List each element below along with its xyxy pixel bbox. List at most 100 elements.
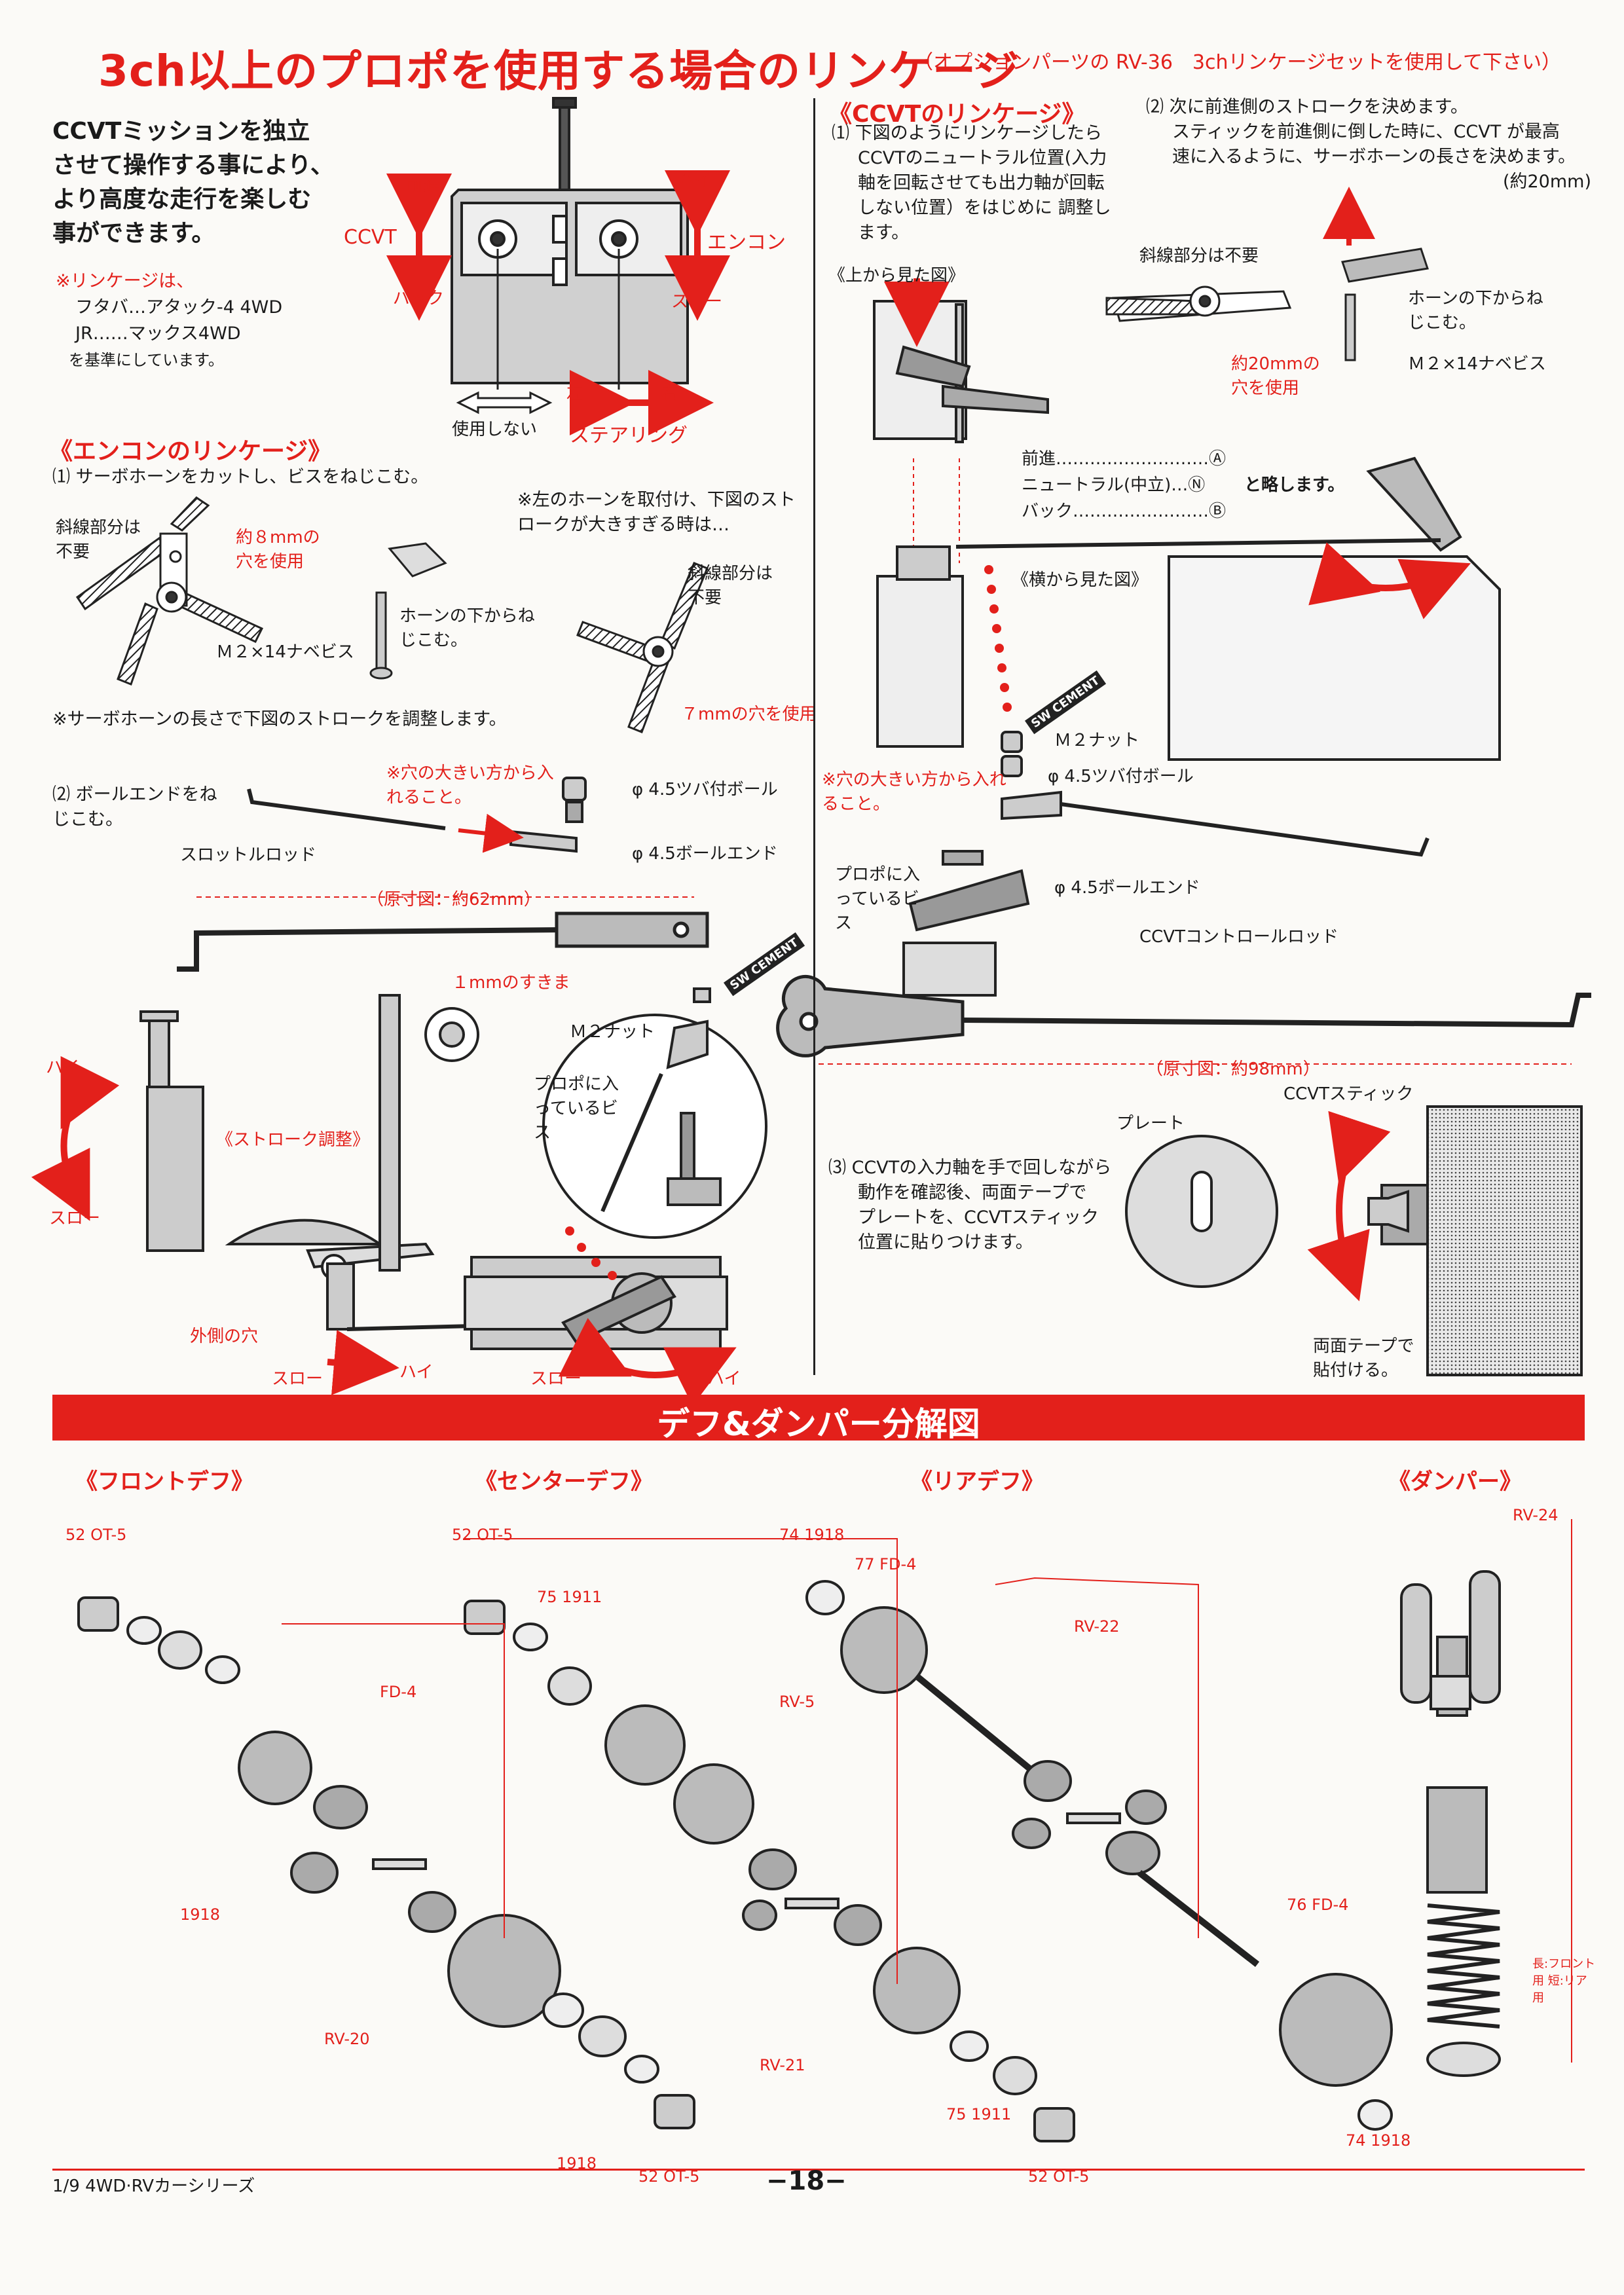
ccvt-insert-note: ※穴の大きい方から入れること。 <box>822 770 1006 814</box>
ccvt-neutral-label: ニュートラル(中立)…Ⓝ <box>1022 475 1206 495</box>
part-ot5-front: 52 OT-5 <box>65 1526 127 1544</box>
encon-actual-size: （原寸図：約62mm） <box>367 890 541 909</box>
front-diff-drawing <box>77 1596 695 2129</box>
transmitter-drawing <box>451 97 689 384</box>
part-1918-rear-2: 74 1918 <box>1346 2131 1411 2150</box>
encon-screw: Ｍ２×14ナベビス <box>216 642 354 662</box>
label-slow: スロー <box>671 292 723 312</box>
encon-high-label-2: ハイ <box>399 1363 434 1382</box>
page-number: −18− <box>766 2166 847 2196</box>
encon-step2: ⑵ ボールエンドをねじこむ。 <box>52 784 217 830</box>
label-steering: ステアリング <box>570 424 688 447</box>
ccvt-top-view-label: 《上から見た図》 <box>828 266 965 285</box>
encon-ballend: φ 4.5ボールエンド <box>632 844 778 864</box>
ccvt-back-label: バック……………………Ⓑ <box>1022 502 1227 521</box>
encon-slow-label-3: スロー <box>530 1369 582 1389</box>
part-rv24: RV-24 <box>1513 1506 1559 1524</box>
ccvt-stick-label: CCVTスティック <box>1283 1084 1414 1104</box>
part-rv5: RV-5 <box>779 1693 815 1711</box>
part-fd4-front: FD-4 <box>380 1683 417 1701</box>
ccvt-screw: Ｍ２×14ナベビス <box>1408 354 1546 374</box>
label-engine: エンコン <box>707 231 786 254</box>
ccvt-hole20: 約20mmの穴を使用 <box>1231 354 1320 398</box>
ccvt-plate <box>1125 1105 1583 1376</box>
ccvt-hatch-note: 斜線部分は不要 <box>1139 246 1259 266</box>
ccvt-step3: ⑶ CCVTの入力軸を手で回しながら 動作を確認後、両面テープで プレートを、C… <box>828 1158 1112 1253</box>
encon-outer-hole: 外側の穴 <box>190 1327 259 1346</box>
encon-high-label-3: ハイ <box>707 1369 741 1389</box>
part-rv22: RV-22 <box>1074 1617 1120 1636</box>
ccvt-rod: CCVTコントロールロッド <box>1139 927 1338 947</box>
label-right: 右 <box>661 384 679 403</box>
exploded-banner <box>52 1395 1585 1441</box>
encon-high-label: ハイ <box>46 1058 80 1078</box>
encon-stroke-adjust: 《ストローク調整》 <box>216 1130 370 1150</box>
encon-hole8: 約８mmの穴を使用 <box>236 528 320 572</box>
servo-drawing <box>464 1256 728 1350</box>
ccvt-nut: Ｍ２ナット <box>1054 731 1140 750</box>
rear-diff-heading: 《リアデフ》 <box>910 1469 1044 1495</box>
ccvt-propo-screw: プロポに入っているビス <box>835 865 921 933</box>
encon-left-horn-note: ※左のホーンを取付け、下図のストロークが大きすぎる時は… <box>517 490 796 535</box>
part-fd4-rear-2: 76 FD-4 <box>1287 1896 1349 1914</box>
ccvt-plate-label: プレート <box>1116 1114 1185 1133</box>
ccvt-servo-horn <box>1105 248 1429 361</box>
encon-rod: スロットルロッド <box>180 845 317 865</box>
ccvt-heading: 《CCVTのリンケージ》 <box>828 101 1086 128</box>
ccvt-top-view <box>873 300 1049 443</box>
part-1918-rear: 74 1918 <box>779 1526 845 1544</box>
label-back: バック <box>393 289 445 308</box>
part-1911-center-2: 75 1911 <box>946 2105 1012 2123</box>
footer-series: 1/9 4WD·RVカーシリーズ <box>52 2176 255 2196</box>
label-forward: 前進 <box>406 175 441 195</box>
exploded-banner-title: デフ&ダンパー分解図 <box>657 1405 980 1443</box>
center-diff-drawing <box>464 1600 1075 2142</box>
intro-text: CCVTミッションを独立 させて操作する事により、 より高度な走行を楽しむ 事が… <box>52 118 334 247</box>
rear-diff-drawing <box>805 1580 1393 2131</box>
part-rv21: RV-21 <box>760 2056 805 2074</box>
part-spring-note: 長:フロント用 短:リア用 <box>1532 1957 1596 2005</box>
engine-carb-drawing <box>139 1010 204 1252</box>
ccvt-actual-size: （原寸図：約98mm） <box>1146 1059 1320 1079</box>
ccvt-side-view-label: 《横から見た図》 <box>1012 570 1149 590</box>
encon-nut: Ｍ２ナット <box>570 1022 655 1042</box>
part-1911-center: 75 1911 <box>537 1588 602 1606</box>
damper-drawing <box>1400 1570 1501 2077</box>
encon-insert-note: ※穴の大きい方から入れること。 <box>386 763 554 807</box>
encon-hatch-note: 斜線部分は不要 <box>56 518 141 562</box>
ccvt-ball: φ 4.5ツバ付ボール <box>1048 767 1194 786</box>
part-ot5-center: 52 OT-5 <box>452 1526 513 1544</box>
encon-propo-screw: プロポに入っているビス <box>534 1074 619 1143</box>
encon-step1: ⑴ サーボホーンをカットし、ビスをねじこむ。 <box>52 467 429 487</box>
front-diff-heading: 《フロントデフ》 <box>75 1469 253 1495</box>
label-high: ハイ <box>678 171 712 191</box>
damper-heading: 《ダンパー》 <box>1388 1469 1522 1495</box>
center-diff-heading: 《センターデフ》 <box>475 1469 653 1495</box>
ccvt-step2: ⑵ 次に前進側のストロークを決めます。 スティックを前進側に倒した時に、CCVT… <box>1146 97 1591 192</box>
encon-stroke-note: ※サーボホーンの長さで下図のストロークを調整します。 <box>52 709 507 729</box>
part-fd4-rear: 77 FD-4 <box>855 1555 917 1573</box>
ccvt-ballend: φ 4.5ボールエンド <box>1054 878 1200 898</box>
label-unused: 使用しない <box>452 420 538 439</box>
footer-rule <box>52 2169 1585 2171</box>
servo-horn-cross <box>75 496 264 686</box>
encon-heading: 《エンコンのリンケージ》 <box>49 438 332 465</box>
encon-ball: φ 4.5ツバ付ボール <box>632 780 778 799</box>
encon-slow-label: スロー <box>49 1209 101 1228</box>
label-left: 左 <box>566 384 584 403</box>
page-title: 3ch以上のプロポを使用する場合のリンケージ <box>98 46 1020 96</box>
servo-horn-cross-2 <box>576 562 709 733</box>
ccvt-forward-label: 前進………………………Ⓐ <box>1022 449 1227 469</box>
encon-gap: １mmのすきま <box>452 973 570 993</box>
encon-hole7: ７mmの穴を使用 <box>681 705 817 724</box>
ccvt-tape-note: 両面テープで貼付ける。 <box>1313 1336 1414 1380</box>
label-ccvt: CCVT <box>344 226 397 249</box>
encon-slow-label-2: スロー <box>272 1369 323 1389</box>
encon-screw-note: ホーンの下からねじこむ。 <box>399 606 535 650</box>
column-divider <box>813 98 815 1375</box>
encon-hatch-note-2: 斜線部分は不要 <box>688 564 773 608</box>
part-1918-front: 1918 <box>180 1905 221 1924</box>
part-rv20: RV-20 <box>324 2030 370 2048</box>
page-subtitle: （オプションパーツの RV-36 3chリンケージセットを使用して下さい） <box>913 51 1561 74</box>
